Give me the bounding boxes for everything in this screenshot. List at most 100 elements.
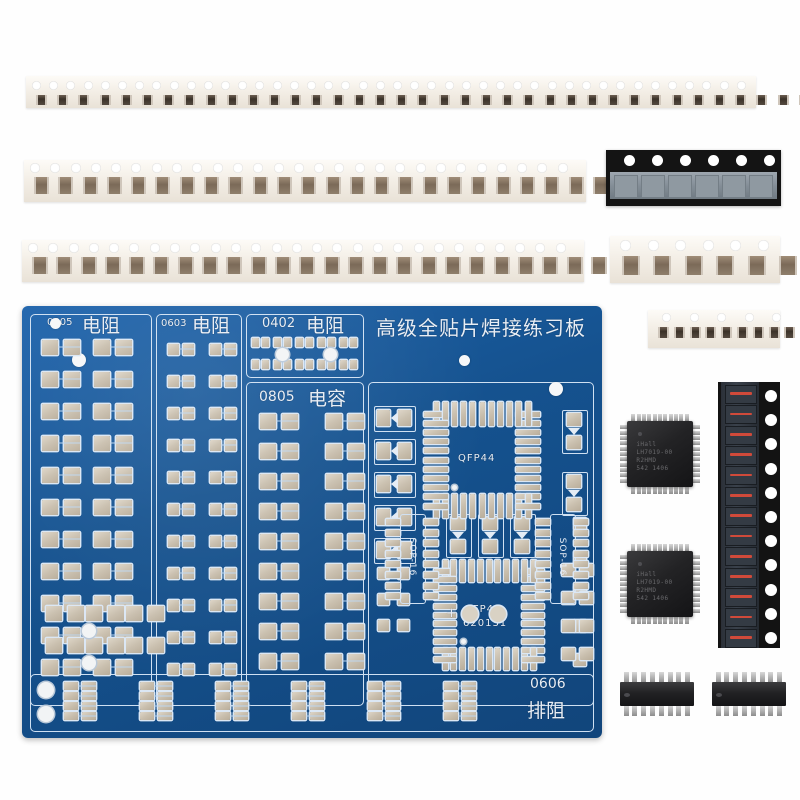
ic-pin <box>620 576 628 581</box>
pad-0805-resistor <box>42 372 58 387</box>
qfp-pad <box>424 485 448 491</box>
sop-pad <box>536 550 550 557</box>
pcb-trace <box>110 538 132 540</box>
pad-misc <box>46 638 62 653</box>
smd-component <box>459 94 471 105</box>
footprint-qfp44-bottom[interactable]: QFP44 620131 <box>430 556 548 674</box>
smd-component <box>445 257 462 274</box>
tape-sprocket-hole <box>169 80 179 90</box>
tape-sprocket-hole <box>496 80 506 90</box>
smd-component <box>568 177 584 194</box>
pcb-trace <box>382 695 400 697</box>
tape-sprocket-hole <box>221 80 231 90</box>
pad-resistor-array <box>292 702 306 710</box>
smd-component-pocket <box>749 175 773 198</box>
qfp-pad <box>507 402 513 426</box>
pcb-trace <box>221 604 236 606</box>
sop-pad <box>424 582 438 589</box>
tape-sprocket-hole <box>555 242 566 253</box>
footprint-sop16-left[interactable]: SOP-16 <box>386 514 438 604</box>
ic-pin <box>692 598 700 603</box>
tape-sprocket-hole <box>633 80 643 90</box>
pad-0402-resistor <box>296 360 303 369</box>
ic-pin <box>631 544 636 552</box>
footprint-sop16-right[interactable]: SOP-16 <box>536 514 588 604</box>
pad-diode <box>567 436 581 449</box>
electrolytic-pad-2 <box>490 606 506 622</box>
pcb-trace <box>230 715 248 717</box>
smd-component <box>311 94 323 105</box>
smd-component <box>247 94 259 105</box>
pcb-trace <box>110 570 132 572</box>
ic-pin <box>692 430 700 435</box>
ic-pin <box>647 544 652 552</box>
smd-component <box>566 257 583 274</box>
smd-component <box>141 94 153 105</box>
pcb-trace <box>221 476 236 478</box>
pad-diode <box>567 413 581 426</box>
ic-pin <box>668 616 673 624</box>
tape-sprocket-hole <box>537 162 548 173</box>
pad-resistor-array <box>140 682 154 690</box>
pcb-trace <box>110 378 132 380</box>
sop-pad <box>536 540 550 547</box>
sop-pad <box>536 582 550 589</box>
qfp-pad <box>461 494 467 518</box>
ic-pin <box>620 451 628 456</box>
smd-component <box>163 94 175 105</box>
qfp-pad <box>424 457 448 463</box>
footprint-qfp44-top[interactable]: QFP44 <box>420 398 544 522</box>
pcb-trace <box>276 630 298 632</box>
sop-pad <box>424 529 438 536</box>
pad-misc <box>580 648 593 660</box>
ic-pin <box>641 672 647 683</box>
ic-pin <box>631 616 636 624</box>
tape-sprocket-hole <box>172 162 183 173</box>
tape-sprocket-hole <box>49 80 59 90</box>
pad-resistor-array <box>216 712 230 720</box>
ic-pin <box>636 414 641 422</box>
sop-pad <box>574 519 588 525</box>
label-0805-resistor-type: 电阻 <box>82 315 121 337</box>
pcb-trace <box>58 602 80 604</box>
ic-pin <box>620 581 628 586</box>
soic-pins-top <box>715 672 783 683</box>
smd-component <box>274 257 291 274</box>
qfp-pad <box>477 560 483 582</box>
tape-sprocket-hole <box>358 80 368 90</box>
pad-misc <box>68 606 84 621</box>
ic-pin <box>641 544 646 552</box>
diode-symbol-icon <box>391 445 398 457</box>
sop-pad <box>386 572 400 578</box>
pcb-trace <box>179 380 194 382</box>
pad-misc <box>46 606 62 621</box>
tape-sprocket-hole <box>764 155 775 166</box>
ic-pin <box>715 672 721 683</box>
qfp-pad <box>434 568 456 574</box>
pcb-trace <box>78 715 96 717</box>
sop-pad <box>574 582 588 589</box>
pad-sot <box>398 568 409 579</box>
smd-component <box>417 94 429 105</box>
diode-symbol-icon <box>568 490 580 497</box>
tape-sprocket-hole <box>289 80 299 90</box>
pcb-trace <box>78 695 96 697</box>
pcb-trace <box>221 540 236 542</box>
pcb-trace <box>276 420 298 422</box>
practice-pcb[interactable]: 0805 电阻 0603 电阻 0402 电阻 0805 电容 高级全贴片焊接练… <box>22 306 602 738</box>
pcb-trace <box>276 450 298 452</box>
smd-component <box>353 94 365 105</box>
pad-diode <box>377 476 390 492</box>
pcb-trace <box>110 666 132 668</box>
ic-pin <box>650 705 656 716</box>
ic-pin <box>663 616 668 624</box>
tape-sprocket-hole <box>765 511 777 523</box>
smd-component <box>226 94 238 105</box>
pad-resistor-array <box>368 712 382 720</box>
qfp-pad <box>434 656 456 662</box>
ic-pin <box>620 560 628 565</box>
pad-0402-resistor <box>318 338 325 347</box>
pad-diode <box>483 517 497 530</box>
tape-sprocket-hole <box>757 240 769 251</box>
